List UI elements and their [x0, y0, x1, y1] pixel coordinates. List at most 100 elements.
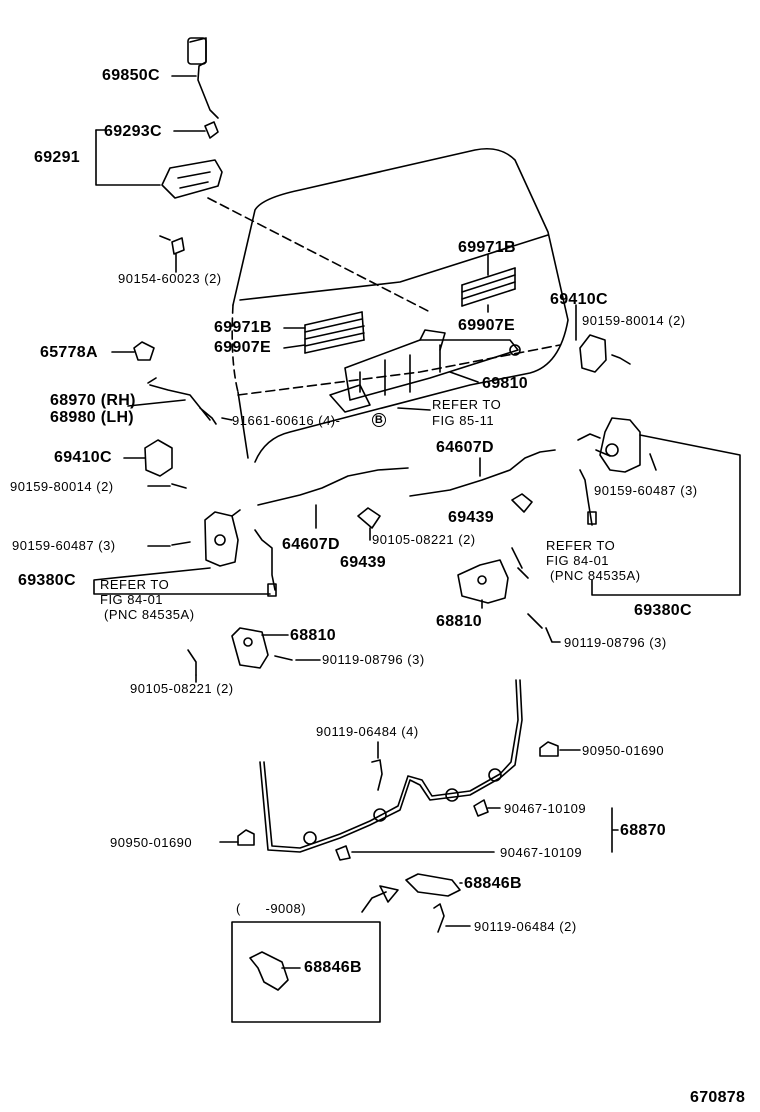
label-90119-06484-2: 90119-06484 (2) — [474, 919, 577, 934]
label-90154-60023: 90154-60023 (2) — [118, 271, 222, 286]
label-69810: 69810 — [482, 375, 528, 392]
back-door-left-edge — [231, 304, 239, 393]
stay-68970-icon — [147, 377, 217, 425]
label-pnc-84535a-left: (PNC 84535A) — [104, 607, 195, 622]
label-90950-01690-left: 90950-01690 — [110, 835, 193, 850]
hinge-68810-right-icon — [457, 559, 509, 604]
circled-b-marker: B — [372, 413, 386, 427]
bolt-90119-06484-2-icon — [433, 903, 445, 933]
label-90119-08796-right: 90119-08796 (3) — [564, 635, 667, 650]
leader-90105-right — [511, 547, 523, 569]
striker-69410C-left-icon — [144, 439, 173, 477]
label-68810-left: 68810 — [290, 627, 336, 644]
label-90159-80014-left: 90159-80014 (2) — [10, 479, 114, 494]
rod-69850C-icon — [189, 37, 219, 119]
bolt-90105-left-icon — [187, 649, 197, 676]
label-69971B-right: 69971B — [458, 239, 516, 256]
label-64607D-top: 64607D — [436, 439, 494, 456]
clip-90467-a-icon — [473, 799, 489, 817]
bracket-69380C-right — [591, 434, 741, 596]
striker-69410C-right-icon — [579, 334, 607, 373]
leader-90119-08796-right — [545, 627, 561, 643]
label-69291: 69291 — [34, 149, 80, 166]
label-90119-06484-4: 90119-06484 (4) — [316, 724, 419, 739]
label-69439-right: 69439 — [448, 509, 494, 526]
label-90159-80014-right: 90159-80014 (2) — [582, 313, 686, 328]
label-68846B: 68846B — [464, 875, 522, 892]
label-68970: 68970 (RH) — [50, 392, 136, 409]
label-90950-01690-right: 90950-01690 — [582, 743, 665, 758]
label-fig-85-11: FIG 85-11 — [432, 413, 495, 428]
label-68980: 68980 (LH) — [50, 409, 134, 426]
label-refer-to-84-left: REFER TO — [100, 577, 170, 592]
label-fig-84-01-right: FIG 84-01 — [546, 553, 610, 568]
bracket-68870 — [611, 807, 619, 853]
bracket-69291 — [95, 129, 161, 186]
bolt-90159-60487-right-icon — [649, 453, 657, 471]
label-90119-08796-left: 90119-08796 (3) — [322, 652, 425, 667]
rod-68870-second-line — [263, 679, 519, 849]
label-69293C: 69293C — [104, 123, 162, 140]
bracket-69380C-left — [93, 567, 271, 595]
leader-69810 — [449, 371, 479, 383]
hinge-68810-left-hole — [243, 637, 253, 647]
bolt-90159-60487-left-icon — [171, 541, 191, 546]
grommet-90950-left-icon — [237, 829, 255, 846]
rod-68870-icon — [259, 679, 523, 853]
leader-69907E-left — [283, 344, 306, 349]
bolt-90119-06484-4-icon — [371, 759, 383, 791]
bolt-90105-right-icon — [517, 567, 529, 579]
label-date-range: ( -9008) — [236, 901, 307, 916]
label-90159-60487-right: 90159-60487 (3) — [594, 483, 698, 498]
label-65778A: 65778A — [40, 344, 98, 361]
back-door-inner-line — [239, 234, 549, 301]
label-90105-08221-left: 90105-08221 (2) — [130, 681, 234, 696]
label-64607D-bottom: 64607D — [282, 536, 340, 553]
label-refer-to-85: REFER TO — [432, 397, 502, 412]
bolt-90119-08796-right-icon — [527, 613, 543, 629]
rod-end-69380C-left-icon — [267, 583, 277, 597]
back-door-outline — [232, 147, 569, 463]
rod-69380C-left-icon — [254, 529, 276, 591]
label-90105-08221-right: 90105-08221 (2) — [372, 532, 476, 547]
label-69850C: 69850C — [102, 67, 160, 84]
leader-68970 — [127, 399, 186, 407]
figure-number: 670878 — [690, 1089, 746, 1106]
leader-refer-85 — [397, 407, 431, 411]
label-90467-10109-a: 90467-10109 — [504, 801, 587, 816]
label-refer-to-84-right: REFER TO — [546, 538, 616, 553]
lock-assembly-69810-icon — [329, 329, 521, 413]
clamp-68846B-icon — [405, 873, 461, 897]
label-fig-84-01-left: FIG 84-01 — [100, 592, 164, 607]
cable-64607D-right-icon — [409, 449, 556, 497]
rod-69380C-right-icon — [579, 469, 593, 526]
label-68810-right: 68810 — [436, 613, 482, 630]
handle-69291-icon — [161, 159, 223, 199]
clip-69439-left-icon — [357, 507, 381, 529]
bolt-90159-80014-left-icon — [171, 483, 187, 489]
lock-69380C-left-icon — [204, 509, 241, 567]
label-90159-60487-left: 90159-60487 (3) — [12, 538, 116, 553]
bolt-90159-80014-right-icon — [611, 354, 631, 365]
clamp-68870-b — [373, 808, 387, 822]
strip-69971B-left-icon — [304, 311, 365, 354]
ref-line-lock — [237, 344, 561, 396]
leader-69293C — [95, 129, 206, 132]
label-69410C-left: 69410C — [54, 449, 112, 466]
clamp-68846B-inset-icon — [249, 951, 289, 991]
clip-65778A-icon — [133, 341, 155, 361]
label-91661-60616: 91661-60616 (4)- — [232, 413, 341, 428]
knob-69850C-icon — [187, 37, 207, 65]
arrow-icon — [361, 885, 399, 913]
clip-69293C-icon — [204, 121, 219, 139]
label-pnc-84535a-right: (PNC 84535A) — [550, 568, 641, 583]
lock-69380C-right-icon — [577, 417, 641, 473]
strip-69971B-right-icon — [461, 267, 516, 307]
cable-64607D-left-icon — [257, 467, 409, 506]
clamp-68870-c — [445, 788, 459, 802]
label-90467-10109-b: 90467-10109 — [500, 845, 583, 860]
label-69907E-right: 69907E — [458, 317, 515, 334]
bolt-91661-icon — [221, 417, 233, 421]
